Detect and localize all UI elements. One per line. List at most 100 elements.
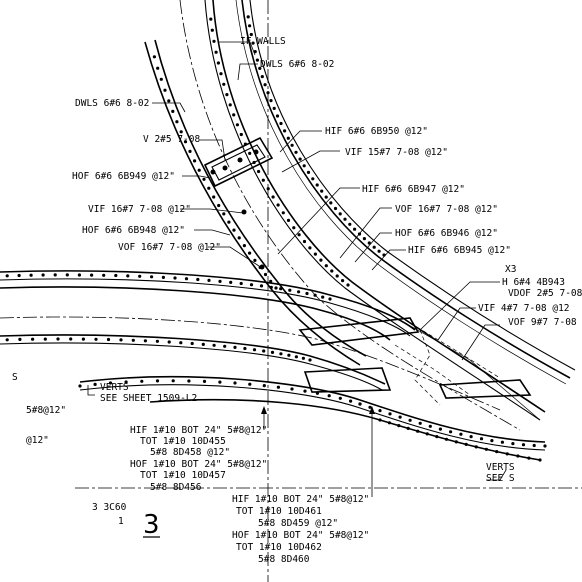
- label-hif-6b945: HIF 6#6 6B945 @12": [408, 245, 511, 256]
- rebar-dot: [197, 168, 201, 172]
- rebar-dot: [53, 273, 57, 277]
- label-vdof: VDOF 2#5 7-08: [508, 288, 582, 299]
- rebar-dot: [538, 458, 542, 462]
- rebar-dot: [233, 381, 237, 385]
- rebar-dot: [378, 418, 382, 422]
- rebar-dot: [225, 93, 229, 97]
- label-hof-6b949: HOF 6#6 6B949 @12": [72, 171, 175, 182]
- rebar-dot: [444, 437, 449, 441]
- rebar-dot: [228, 103, 232, 107]
- rebar-dot: [171, 109, 175, 113]
- rebar-dot: [227, 220, 231, 224]
- rebar-dot: [418, 421, 422, 425]
- rebar-dot: [56, 337, 60, 341]
- rebar-dot: [155, 379, 160, 383]
- rebar-dot: [261, 178, 265, 182]
- rebar-dot: [479, 437, 484, 441]
- label-verts-right-2: SEE S: [486, 473, 515, 484]
- rebar-dot: [252, 160, 256, 165]
- rebar-dot: [237, 236, 241, 240]
- rebar-dot: [210, 28, 214, 32]
- rebar-dot: [327, 394, 331, 398]
- rebar-dot: [187, 379, 191, 383]
- rebar-dot: [257, 169, 261, 174]
- rebar-dot: [294, 150, 298, 154]
- rebar-dot: [156, 66, 160, 70]
- rebar-dot: [521, 443, 526, 447]
- rebar-dot: [408, 418, 412, 422]
- rebar-dot: [163, 88, 167, 92]
- rebar-dot: [184, 277, 189, 281]
- rebar-dot: [320, 189, 324, 193]
- rebar-dot: [248, 251, 252, 255]
- rebar-dot: [438, 427, 442, 431]
- rebar-dot: [319, 258, 323, 262]
- rebar-dot: [78, 384, 82, 388]
- rebar-dot: [212, 39, 216, 43]
- label-vof-16-right: VOF 16#7 7-08 @12": [395, 204, 498, 215]
- rebar-dot: [243, 346, 247, 351]
- rebar-dot: [212, 195, 216, 199]
- label-x3: X3: [505, 264, 516, 275]
- rebar-dot: [276, 203, 280, 207]
- rebar-dot: [242, 244, 246, 248]
- horizontal-wall: [0, 270, 546, 461]
- rebar-dot: [377, 249, 381, 253]
- rebar-dot: [279, 352, 283, 356]
- rebar-dot: [262, 349, 266, 353]
- rebar-dot: [223, 344, 227, 348]
- rebar-dot: [81, 337, 85, 341]
- rebar-dot: [428, 424, 432, 428]
- rebar-dot: [263, 83, 267, 87]
- rebar-dot: [114, 273, 118, 278]
- label-frag-12: @12": [26, 435, 49, 446]
- rebar-dot: [266, 91, 270, 95]
- rebar-dot: [275, 114, 280, 118]
- rebar-dot: [425, 432, 429, 436]
- rebar-dot: [248, 24, 252, 28]
- label-verts-left-2: SEE SHEET 1509-L2: [100, 393, 197, 404]
- label-hof-10d457-2: TOT 1#10 10D457: [140, 470, 226, 481]
- rebar-dot: [543, 444, 547, 448]
- rebar-dot: [249, 283, 254, 287]
- label-hif-6b947: HIF 6#6 6B947 @12": [362, 184, 465, 195]
- rebar-dot: [516, 454, 520, 458]
- label-hif-10d455-1: HIF 1#10 BOT 24" 5#8@12": [130, 425, 267, 436]
- rebar-dot: [288, 288, 292, 292]
- rebar-dot: [333, 206, 338, 211]
- rebar-dot: [527, 456, 531, 460]
- rebar-dot: [459, 432, 463, 436]
- rebar-dot: [229, 280, 233, 284]
- rebar-dot: [303, 389, 307, 393]
- rebar-dot: [171, 379, 175, 383]
- rebar-dot: [190, 341, 194, 346]
- rebar-dot: [90, 273, 94, 277]
- label-hif-6b950: HIF 6#6 6B950 @12": [325, 126, 428, 137]
- rebar-dot: [305, 291, 309, 296]
- label-hif-10d461-2: TOT 1#10 10D461: [236, 506, 322, 517]
- rebar-dot: [193, 159, 197, 163]
- rebar-dot: [349, 399, 353, 403]
- rebar-dot: [276, 385, 280, 389]
- label-hof-10d462-2: TOT 1#10 10D462: [236, 542, 322, 553]
- rebar-dot: [330, 269, 334, 273]
- rebar-dot: [435, 435, 439, 439]
- rebar-dot: [287, 353, 291, 357]
- rebar-dot: [239, 132, 243, 137]
- rebar-dot: [324, 195, 328, 199]
- rebar-dot: [263, 272, 268, 277]
- label-hof-6b948: HOF 6#6 6B948 @12": [82, 225, 185, 236]
- rebar-dot: [207, 278, 211, 282]
- rebar-dot: [505, 452, 509, 456]
- curved-wall: [144, 0, 576, 431]
- label-v-stirrup: V 2#5 7-08: [143, 134, 200, 145]
- rebar-dot: [329, 201, 333, 205]
- rebar-dot: [17, 273, 21, 278]
- rebar-dot: [279, 287, 283, 291]
- rebar-dot: [214, 50, 218, 54]
- rebar-dot: [217, 203, 221, 208]
- label-verts-left-1: VERTS: [100, 382, 129, 393]
- rebar-dot: [449, 430, 453, 434]
- label-hif-10d461-1: HIF 1#10 BOT 24" 5#8@12": [232, 494, 369, 505]
- rebar-dot: [159, 77, 163, 81]
